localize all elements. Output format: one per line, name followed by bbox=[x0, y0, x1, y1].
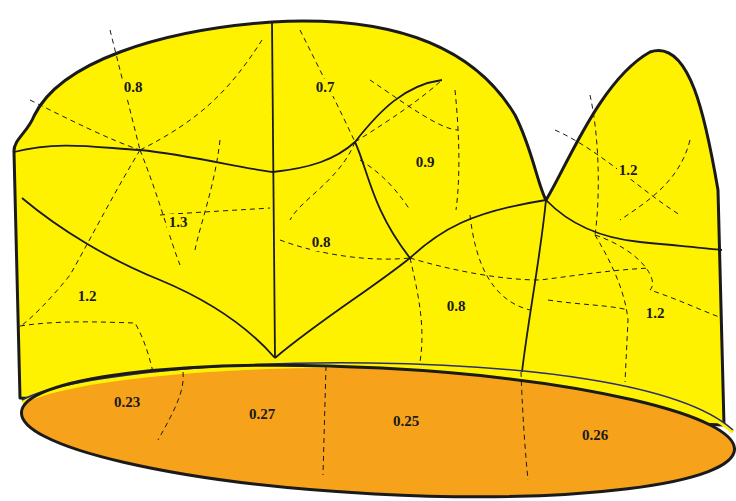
element-value: 0.7 bbox=[314, 79, 337, 96]
element-value: 0.27 bbox=[247, 406, 277, 423]
element-value: 0.25 bbox=[391, 413, 421, 430]
element-value: 0.8 bbox=[310, 234, 333, 251]
element-value: 0.8 bbox=[122, 79, 145, 96]
element-value: 0.26 bbox=[580, 427, 610, 444]
element-value: 0.23 bbox=[112, 394, 142, 411]
element-value: 1.2 bbox=[644, 305, 667, 322]
element-value: 0.9 bbox=[414, 154, 437, 171]
element-value: 1.2 bbox=[76, 288, 99, 305]
element-value: 1.2 bbox=[617, 162, 640, 179]
element-value: 1.3 bbox=[167, 214, 190, 231]
element-value: 0.8 bbox=[445, 298, 468, 315]
